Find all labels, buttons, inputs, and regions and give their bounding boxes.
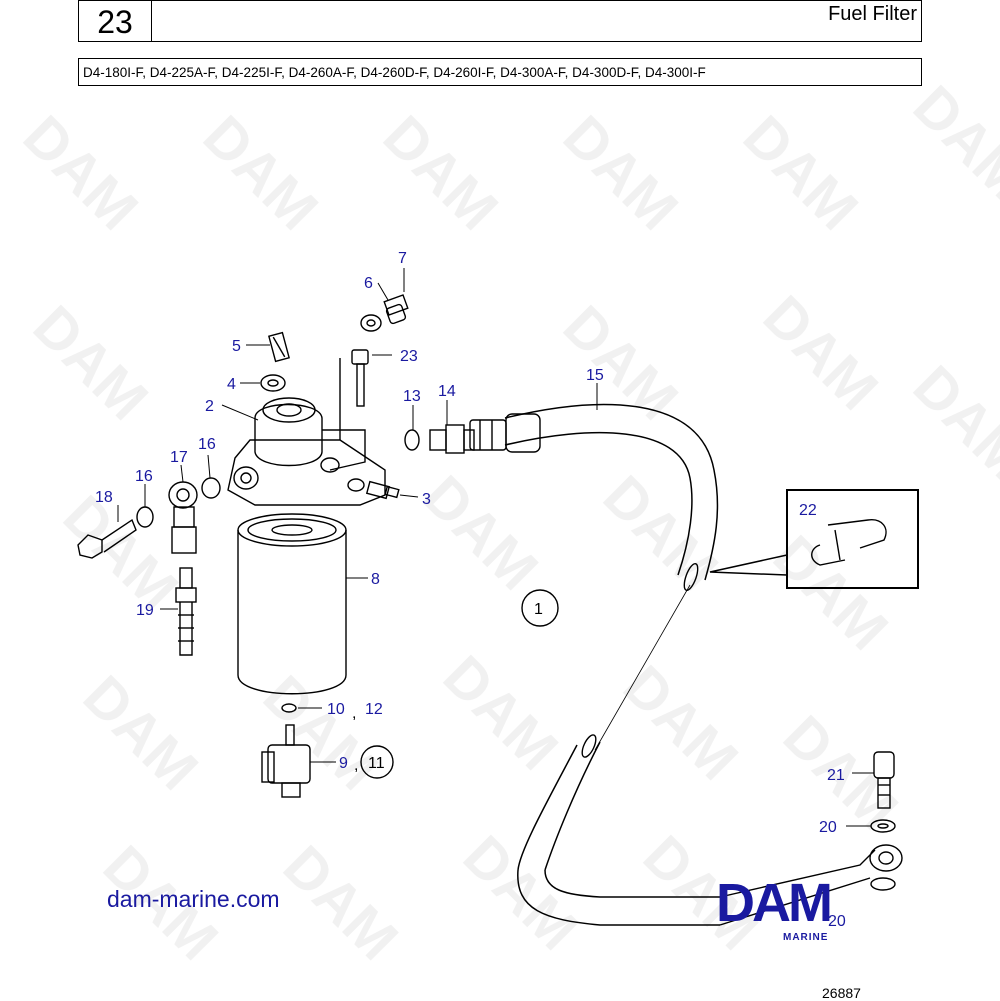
svg-text:DAM: DAM	[591, 463, 730, 602]
callout-5: 5	[232, 338, 241, 355]
sensor-part	[268, 331, 290, 363]
banjo-bolt	[77, 518, 137, 559]
drawing-number: 26887	[822, 985, 861, 1001]
callout-6: 6	[364, 275, 373, 292]
plug	[383, 294, 409, 325]
watermark-layer: DAM DAM DAM DAM DAM DAM DAM DAM DAM DAM …	[11, 73, 1000, 972]
callout-20: 20	[819, 819, 837, 836]
header-box: 23 Fuel Filter	[78, 0, 922, 42]
callout-16-lower: 16	[135, 468, 153, 485]
callout-14: 14	[438, 383, 456, 400]
svg-text:DAM: DAM	[371, 103, 510, 242]
svg-text:DAM: DAM	[411, 463, 550, 602]
callout-1: 1	[534, 601, 543, 618]
callout-13: 13	[403, 388, 421, 405]
fitting	[429, 424, 475, 454]
callout-16-upper: 16	[198, 436, 216, 453]
svg-text:DAM: DAM	[611, 653, 750, 792]
svg-text:DAM: DAM	[901, 353, 1000, 492]
callout-21: 21	[827, 767, 845, 784]
fuel-hose	[504, 403, 903, 926]
website-link[interactable]: dam-marine.com	[107, 886, 280, 912]
svg-text:DAM: DAM	[551, 293, 690, 432]
callout-12: 12	[365, 701, 383, 718]
svg-text:DAM: DAM	[551, 103, 690, 242]
callout-9: 9	[339, 755, 348, 772]
washer	[136, 506, 154, 528]
svg-text:DAM: DAM	[21, 293, 160, 432]
leader-lines	[117, 268, 874, 827]
filter-head	[227, 397, 386, 506]
washer	[404, 429, 420, 451]
svg-text:DAM: DAM	[11, 103, 150, 242]
banjo-bolt-21	[873, 751, 895, 809]
svg-text:DAM: DAM	[751, 283, 890, 422]
callout-10: 10	[327, 701, 345, 718]
callout-7: 7	[398, 250, 407, 267]
callout-20-lower: 20	[828, 913, 846, 930]
brand-logo-subtitle: MARINE	[783, 932, 829, 943]
svg-text:DAM: DAM	[191, 103, 330, 242]
model-list: D4-180I-F, D4-225A-F, D4-225I-F, D4-260A…	[78, 58, 922, 86]
brand-logo: DAM	[716, 873, 833, 933]
callout-3: 3	[422, 491, 431, 508]
callout-8: 8	[371, 571, 380, 588]
callout-circle-11	[360, 745, 394, 779]
svg-text:DAM: DAM	[51, 483, 190, 622]
hose-fitting	[469, 413, 541, 453]
washer	[870, 877, 896, 891]
callout-comma-1: ,	[352, 705, 356, 722]
bleed-nipple	[365, 480, 400, 500]
callout-2: 2	[205, 398, 214, 415]
bolt	[339, 349, 369, 440]
callout-18: 18	[95, 489, 113, 506]
hose-clip	[811, 519, 887, 566]
callout-15: 15	[586, 367, 604, 384]
banjo-fitting	[168, 481, 198, 554]
callout-4: 4	[227, 376, 236, 393]
callout-23: 23	[400, 348, 418, 365]
callout-17: 17	[170, 449, 188, 466]
svg-text:DAM: DAM	[731, 103, 870, 242]
clip-callout-box	[786, 489, 919, 589]
section-number: 23	[79, 1, 152, 41]
water-sensor	[261, 703, 311, 798]
hose-nipple	[175, 567, 197, 656]
filter-cartridge	[237, 513, 347, 695]
svg-text:DAM: DAM	[271, 833, 410, 972]
callout-labels: 1 2 3 4 5 6 7 8 9 , 10 , 11 12 13 14 15 …	[95, 250, 846, 930]
svg-text:DAM: DAM	[431, 643, 570, 782]
washer	[201, 477, 221, 499]
washer	[360, 314, 382, 332]
washer	[260, 374, 286, 392]
callout-comma-2: ,	[354, 757, 358, 774]
svg-text:DAM: DAM	[761, 523, 900, 662]
page-title: Fuel Filter	[828, 3, 917, 25]
svg-text:DAM: DAM	[901, 73, 1000, 212]
svg-text:DAM: DAM	[71, 663, 210, 802]
callout-22: 22	[799, 502, 817, 519]
callout-19: 19	[136, 602, 154, 619]
callout-11: 11	[368, 755, 385, 772]
callout-circle-1	[521, 589, 559, 627]
